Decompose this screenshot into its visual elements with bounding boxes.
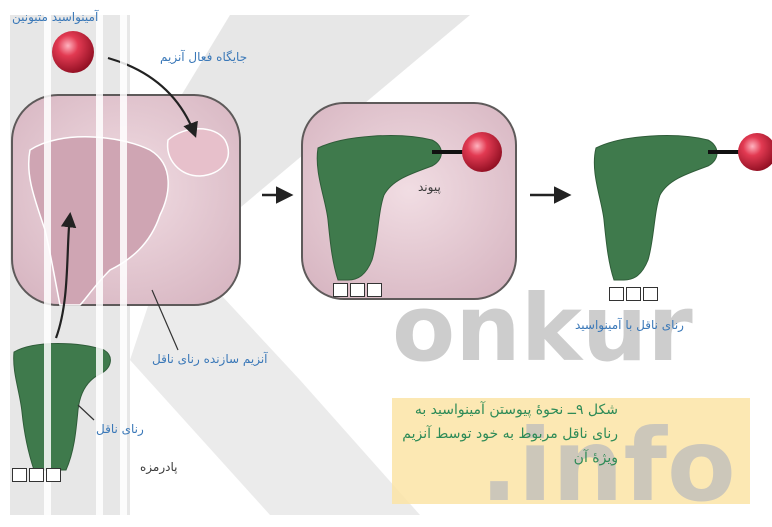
active-site [166, 128, 230, 177]
trna-3-released [593, 135, 718, 281]
label-bond: پیوند [418, 180, 441, 194]
anticodon-boxes-2 [333, 283, 382, 297]
anticodon-boxes-3 [609, 287, 658, 301]
anticodon-boxes-1 [12, 468, 61, 482]
watermark-streak [120, 0, 127, 527]
figure-caption: شکل ۹ــ نحوهٔ پیوستن آمینواسید به رنای ن… [388, 398, 618, 470]
watermark-streak [44, 0, 51, 527]
caption-line: ویژهٔ آن [573, 450, 618, 466]
caption-line: شکل ۹ــ نحوهٔ پیوستن آمینواسید به [414, 402, 618, 418]
amino-acid-ball-free [52, 31, 94, 73]
label-anticodon: پادرمزه [140, 460, 178, 474]
amino-acid-ball-bound [462, 132, 502, 172]
label-amino-acid: آمینواسید متیونین [12, 10, 99, 24]
caption-highlight [392, 398, 750, 504]
trna-2-bound [316, 135, 442, 281]
watermark-streak [96, 0, 103, 527]
watermark-word-info: .info [480, 407, 736, 524]
arrow-trna-into-enzyme [54, 211, 77, 339]
caption-line: رنای ناقل مربوط به خود توسط آنزیم [402, 426, 618, 442]
label-enzyme: آنزیم سازنده رنای ناقل [152, 352, 268, 366]
label-trna-with-amino-acid: رنای ناقل با آمینواسید [575, 318, 684, 332]
label-active-site: جایگاه فعال آنزیم [160, 50, 248, 64]
pointer-trna [77, 404, 95, 421]
pointer-enzyme [151, 289, 179, 351]
label-trna: رنای ناقل [96, 422, 144, 436]
amino-acid-ball-released [738, 133, 772, 171]
watermark-k-leg [130, 240, 420, 515]
